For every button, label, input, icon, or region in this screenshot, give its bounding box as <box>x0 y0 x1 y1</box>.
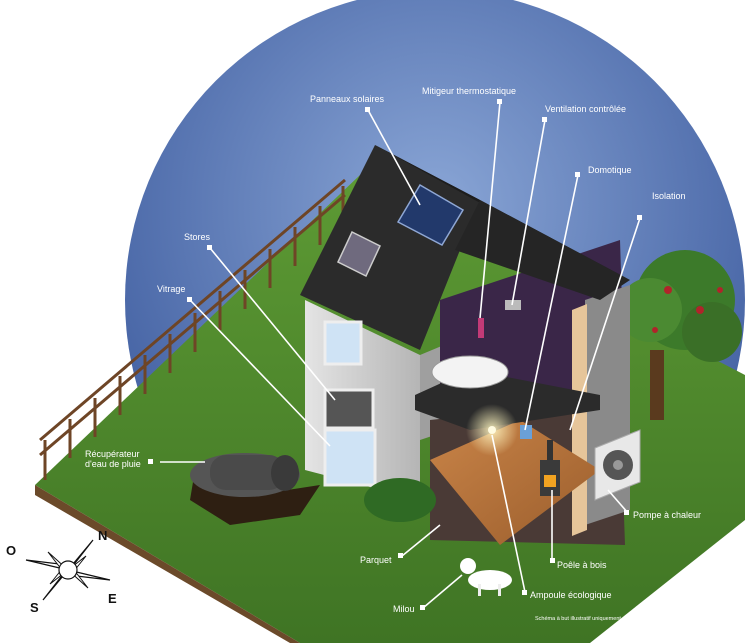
label-rainwater-2: d'eau de pluie <box>85 459 141 469</box>
mixer-tap <box>478 318 484 338</box>
compass-west: O <box>6 543 16 558</box>
label-milou: Milou <box>393 604 415 614</box>
solar-panel <box>396 183 465 246</box>
lower-window <box>323 428 377 487</box>
wood-floor <box>430 420 600 545</box>
label-solar-panels: Panneaux solaires <box>310 94 385 104</box>
basin <box>431 355 509 389</box>
upper-window <box>323 320 363 366</box>
heat-pump-unit <box>594 429 641 501</box>
roof-window <box>337 230 381 278</box>
wood-stove <box>540 440 560 496</box>
callout-lines <box>160 101 641 609</box>
label-blinds: Stores <box>184 232 211 242</box>
label-eco-bulb: Ampoule écologique <box>530 590 612 600</box>
compass-rose <box>25 539 111 601</box>
compass-south: S <box>30 600 39 615</box>
label-rainwater-1: Récupérateur <box>85 449 140 459</box>
ventilation-grille <box>505 300 521 310</box>
label-parquet: Parquet <box>360 555 392 565</box>
label-home-automation: Domotique <box>588 165 632 175</box>
label-thermostatic-mixer: Mitigeur thermostatique <box>422 86 516 96</box>
compass-north: N <box>98 528 107 543</box>
callout-dots <box>148 99 642 610</box>
label-insulation: Isolation <box>652 191 686 201</box>
control-panel <box>520 425 532 439</box>
eco-bulb <box>488 426 496 434</box>
label-wood-stove: Poêle à bois <box>557 560 607 570</box>
house <box>300 145 630 545</box>
label-glazing: Vitrage <box>157 284 185 294</box>
insulation-layer <box>572 304 587 536</box>
apple-tree <box>618 250 742 420</box>
dog-milou <box>460 558 512 596</box>
caption: Schéma à but illustratif uniquement <box>535 616 621 622</box>
shrub <box>364 478 436 522</box>
compass-east: E <box>108 591 117 606</box>
label-ventilation: Ventilation contrôlée <box>545 104 626 114</box>
label-heat-pump: Pompe à chaleur <box>633 510 701 520</box>
wooden-fence <box>39 178 346 480</box>
rainwater-tank <box>190 453 320 525</box>
roof-back <box>455 200 630 300</box>
